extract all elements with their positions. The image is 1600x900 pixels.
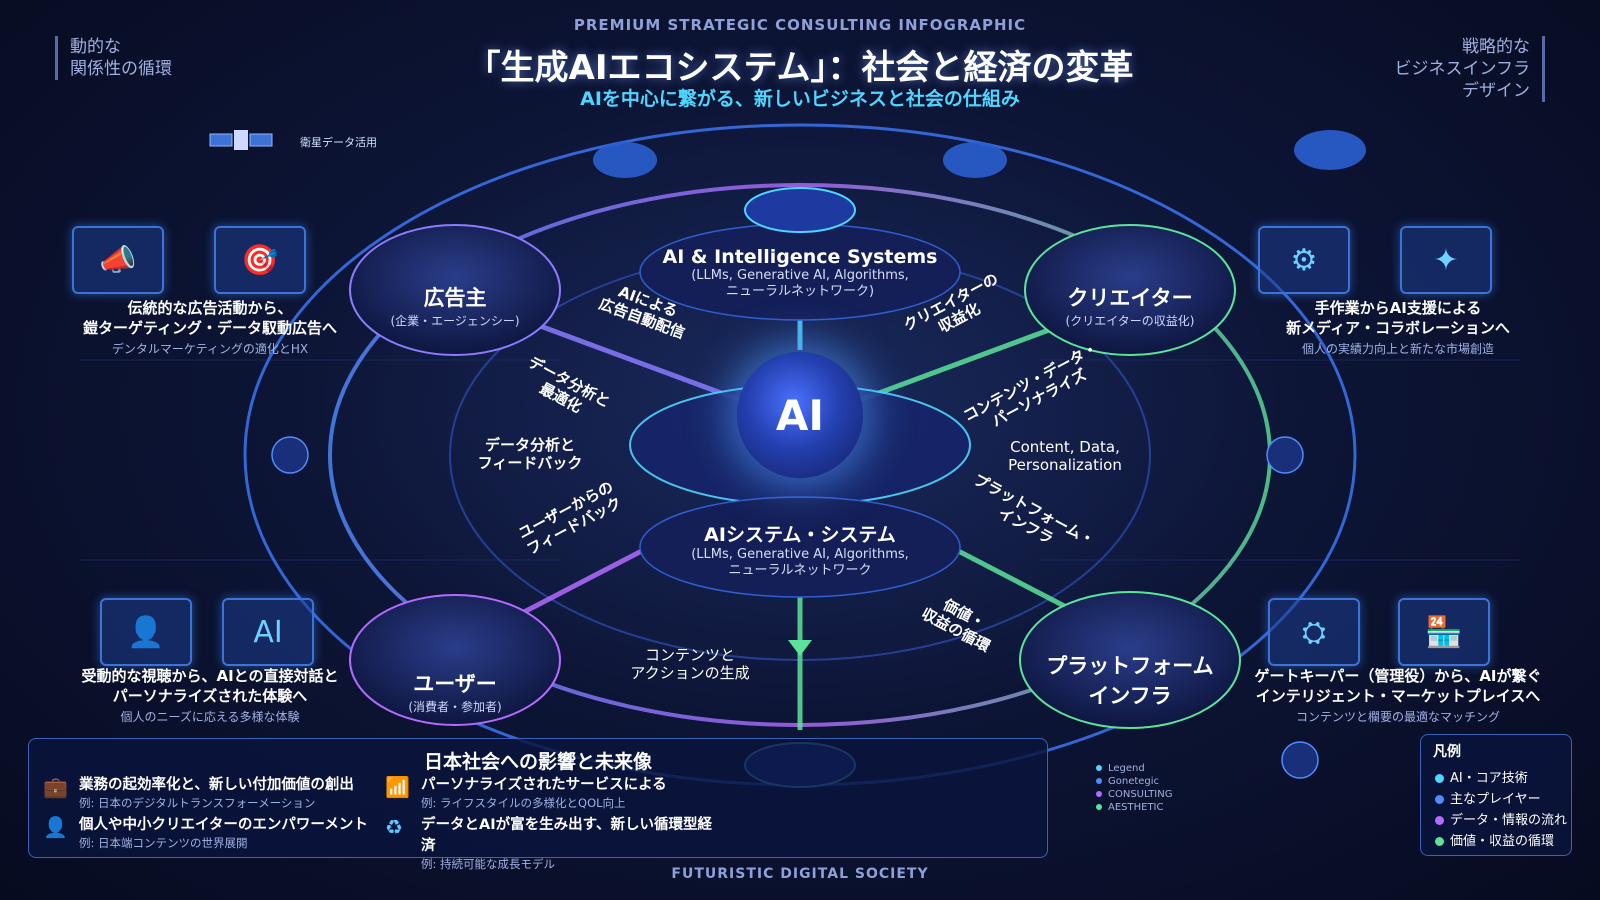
legend-item: 主なプレイヤー: [1435, 788, 1541, 807]
legend-dot: [1096, 804, 1102, 810]
legend-panel: 凡例 AI・コア技術 主なプレイヤー データ・情報の流れ 価値・収益の循環: [1420, 734, 1572, 856]
hierarchy-icon: ⛭: [1268, 598, 1360, 666]
side-text-user: 受動的な視聴から、AIとの直接対話と パーソナライズされた体験へ 個人のニーズに…: [81, 667, 339, 724]
node-user: ユーザー (消費者・参加者): [408, 672, 502, 714]
core-bottom-label: AIシステム・システム (LLMs, Generative AI, Algori…: [691, 524, 909, 578]
connector-node: [1281, 741, 1319, 779]
core-bottom-plate: [639, 496, 961, 598]
growth-chart-icon: 📶: [385, 775, 410, 799]
flow-content-action: コンテンツと アクションの生成: [630, 646, 750, 682]
legend-dot: [1096, 778, 1102, 784]
corner-label-left: 動的な 関係性の循環: [55, 36, 172, 80]
corner-label-right: 戦略的な ビジネスインフラ デザイン: [1395, 36, 1545, 102]
flow-data-feedback: データ分析と フィードバック: [477, 436, 583, 472]
user-disc: [349, 594, 561, 726]
impact-item: ♻ データとAIが富を生み出す、新しい循環型経済 例: 持続可能な成長モデル: [385, 815, 712, 871]
legend-title: 凡例: [1433, 744, 1461, 760]
impact-item: 📶 パーソナライズされたサービスによる 例: ライフスタイルの多様化とQOL向上: [385, 775, 667, 810]
gear-pencil-icon: ⚙: [1258, 226, 1350, 294]
side-text-platform: ゲートキーパー（管理役）から、AIが繋ぐ インテリジェント・マーケットプレイスへ…: [1254, 667, 1542, 724]
legend-dot: [1096, 791, 1102, 797]
node-advertiser: 広告主 (企業・エージェンシー): [390, 286, 520, 328]
core-top-label: AI & Intelligence Systems (LLMs, Generat…: [662, 246, 938, 299]
cloud-icon: [1294, 130, 1366, 170]
viewer-icon: 👤: [100, 598, 192, 666]
page-title: 「生成AIエコシステム」：社会と経済の変革: [466, 48, 1134, 88]
node-platform: プラットフォーム インフラ: [1046, 654, 1214, 708]
impact-panel: 日本社会への影響と未来像 💼 業務の起効率化と、新しい付加価値の創出 例: 日本…: [28, 738, 1048, 871]
legend-dot: [1435, 774, 1444, 783]
page-subtitle: AIを中心に繋がる、新しいビジネスと社会の仕組み: [580, 88, 1020, 110]
cycle-icon: ♻: [385, 815, 403, 839]
footer-label: FUTURISTIC DIGITAL SOCIETY: [671, 866, 929, 882]
satellite-label: 衛星データ活用: [300, 136, 377, 149]
connector-node: [271, 436, 309, 474]
platform-disc: [1019, 591, 1241, 729]
person-empower-icon: 👤: [43, 815, 68, 839]
top-pedestal: [744, 187, 856, 233]
cloud-icon: [593, 142, 657, 178]
connector-node: [1266, 436, 1304, 474]
side-text-creator: 手作業からAI支援による 新メディア・コラボレーションへ 個人の実績力向上と新た…: [1286, 299, 1510, 356]
creator-disc: [1024, 224, 1236, 356]
arrowhead-bottom: [788, 640, 812, 656]
ai-core-sphere: AI: [737, 352, 863, 478]
legend-item: データ・情報の流れ: [1435, 809, 1567, 828]
megaphone-icon: 📣: [72, 226, 164, 294]
legend-dot: [1435, 816, 1444, 825]
impact-item: 💼 業務の起効率化と、新しい付加価値の創出 例: 日本のデジタルトランスフォーメ…: [43, 775, 354, 810]
impact-title: 日本社会への影響と未来像: [423, 751, 652, 773]
side-text-advertiser: 伝統的な広告活動から、 鎧ターゲティング・データ馭動広告へ デンタルマーケティン…: [82, 299, 338, 356]
legend-dot: [1435, 837, 1444, 846]
cloud-icon: [943, 142, 1007, 178]
briefcase-icon: 💼: [43, 775, 68, 799]
legend-item: AI・コア技術: [1435, 767, 1528, 786]
node-creator: クリエイター (クリエイターの収益化): [1065, 286, 1195, 328]
mini-legend: Legend Gonetegic CONSULTING AESTHETIC: [1096, 762, 1172, 814]
collaboration-icon: ✦: [1400, 226, 1492, 294]
marketplace-icon: 🏪: [1398, 598, 1490, 666]
legend-dot: [1435, 795, 1444, 804]
legend-dot: [1096, 765, 1102, 771]
legend-item: 価値・収益の循環: [1435, 830, 1554, 849]
impact-item: 👤 個人や中小クリエイターのエンパワーメント 例: 日本端コンテンツの世界展開: [43, 815, 368, 850]
flow-content-data-en: Content, Data, Personalization: [1008, 438, 1122, 474]
advertiser-disc: [349, 224, 561, 356]
header-kicker: PREMIUM STRATEGIC CONSULTING INFOGRAPHIC: [573, 16, 1027, 34]
satellite-icon: [209, 130, 273, 150]
ai-chat-icon: AI: [222, 598, 314, 666]
targeted-ad-icon: 🎯: [214, 226, 306, 294]
